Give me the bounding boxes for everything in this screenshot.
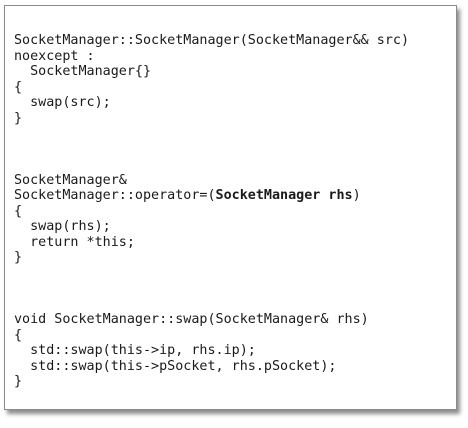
code-token: ): [352, 188, 361, 203]
code-line: [14, 157, 409, 173]
code-token: void SocketManager::swap(SocketManager& …: [14, 312, 369, 327]
code-token: SocketManager::operator=(: [14, 188, 216, 203]
code-line: [14, 126, 409, 142]
code-line: SocketManager::SocketManager(SocketManag…: [14, 33, 409, 49]
code-block: SocketManager::SocketManager(SocketManag…: [14, 33, 409, 390]
code-token: }: [14, 374, 23, 389]
code-line: SocketManager&: [14, 173, 409, 189]
code-line: return *this;: [14, 235, 409, 251]
code-token: SocketManager{}: [14, 64, 152, 79]
code-line: [14, 266, 409, 282]
code-token: swap(rhs);: [14, 219, 111, 234]
code-token: SocketManager::SocketManager(SocketManag…: [14, 33, 410, 48]
code-token: return *this;: [14, 234, 135, 250]
code-line: SocketManager{}: [14, 64, 409, 80]
code-token: noexcept :: [14, 48, 95, 64]
code-snippet-frame: SocketManager::SocketManager(SocketManag…: [4, 5, 457, 410]
code-line: [14, 281, 409, 297]
code-line: std::swap(this->ip, rhs.ip);: [14, 343, 409, 359]
code-token: {: [14, 203, 23, 219]
code-token-bold: SocketManager rhs: [215, 188, 353, 203]
code-line: swap(rhs);: [14, 219, 409, 235]
code-token: }: [14, 110, 23, 126]
code-line: [14, 142, 409, 158]
code-token: std::swap(this->ip, rhs.ip);: [14, 343, 256, 358]
code-line: {: [14, 328, 409, 344]
code-line: {: [14, 80, 409, 96]
code-line: }: [14, 250, 409, 266]
code-token: SocketManager&: [14, 172, 127, 188]
code-line: void SocketManager::swap(SocketManager& …: [14, 312, 409, 328]
code-token: }: [14, 250, 23, 265]
code-line: SocketManager::operator=(SocketManager r…: [14, 188, 409, 204]
code-line: {: [14, 204, 409, 220]
code-token: swap(src);: [14, 95, 111, 110]
code-line: }: [14, 374, 409, 390]
code-token: std::swap(this->pSocket, rhs.pSocket);: [14, 358, 337, 374]
code-token: {: [14, 79, 23, 95]
code-line: std::swap(this->pSocket, rhs.pSocket);: [14, 359, 409, 375]
code-line: [14, 297, 409, 313]
code-line: swap(src);: [14, 95, 409, 111]
code-line: noexcept :: [14, 49, 409, 65]
code-line: }: [14, 111, 409, 127]
code-token: {: [14, 327, 23, 343]
